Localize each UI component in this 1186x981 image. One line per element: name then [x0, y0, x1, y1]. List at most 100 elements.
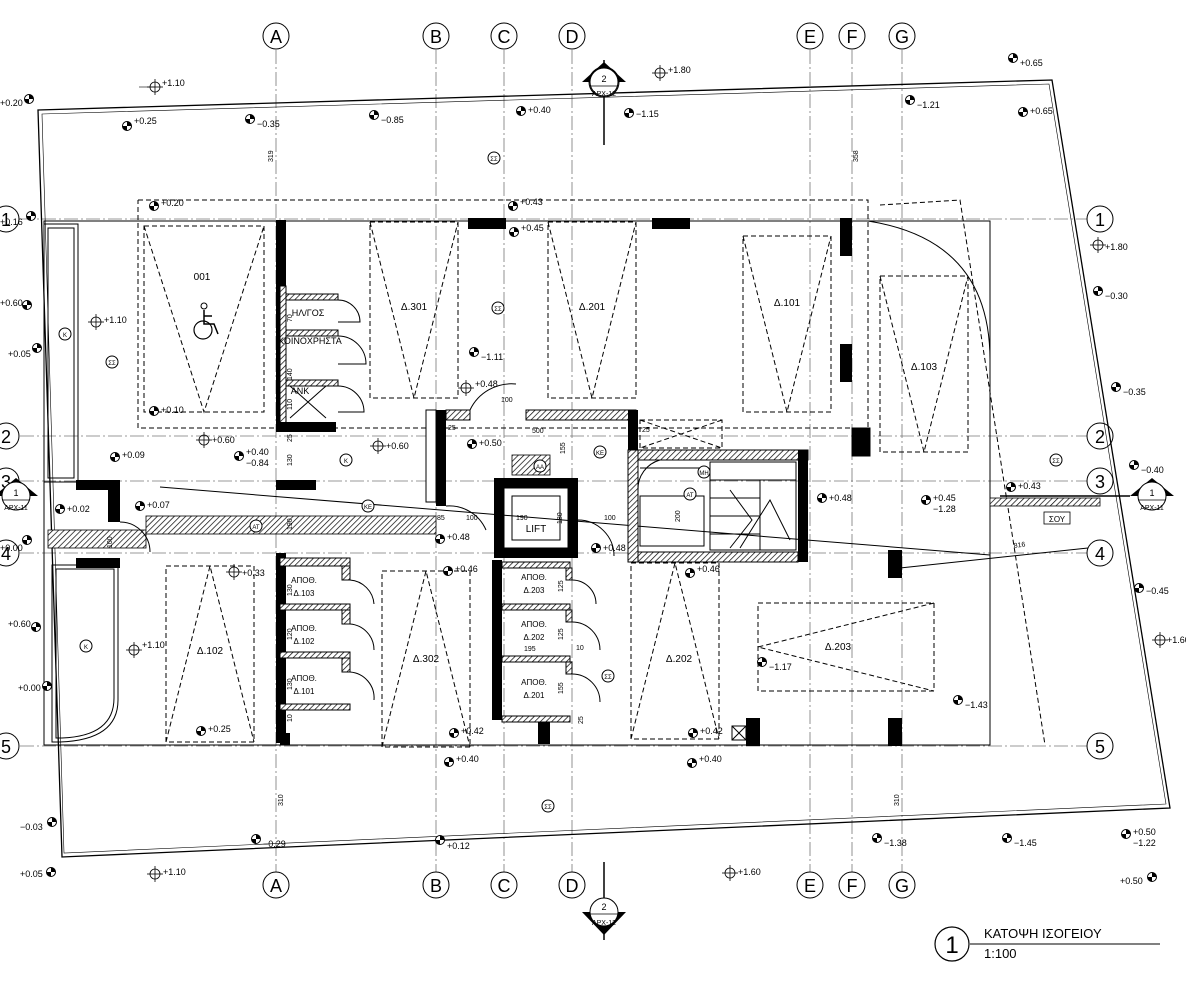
- svg-text:100: 100: [501, 397, 513, 404]
- svg-text:−0.45: −0.45: [1146, 586, 1169, 596]
- svg-text:2: 2: [601, 902, 606, 912]
- svg-text:+0.60: +0.60: [8, 619, 31, 629]
- svg-text:ΣΣ: ΣΣ: [1052, 459, 1060, 465]
- svg-text:−1.17: −1.17: [769, 662, 792, 672]
- svg-text:Δ.101: Δ.101: [294, 687, 315, 696]
- grid-bubble-c-bottom: C: [490, 871, 518, 899]
- room-d203: Δ.203: [825, 642, 852, 653]
- svg-text:Κ: Κ: [84, 645, 88, 651]
- svg-text:+0.45: +0.45: [521, 223, 544, 233]
- svg-text:130: 130: [287, 584, 294, 596]
- parking-d103: [879, 275, 969, 453]
- svg-text:+1.10: +1.10: [162, 78, 185, 88]
- svg-text:+0.48: +0.48: [447, 532, 470, 542]
- parking-d301: [369, 221, 459, 399]
- svg-text:E: E: [804, 27, 816, 47]
- svg-text:+0.00: +0.00: [0, 543, 23, 553]
- parking-d101: [742, 235, 832, 413]
- svg-text:3: 3: [1095, 472, 1105, 492]
- svg-text:+0.65: +0.65: [1030, 106, 1053, 116]
- room-d102: Δ.102: [197, 646, 224, 657]
- svg-text:−0.03: −0.03: [20, 822, 43, 832]
- walls: [76, 218, 902, 746]
- dashed-shafts: [639, 419, 868, 741]
- level-markers: +1.10 +0.20 +0.25 −0.35 −0.85 +1.80 +0.4…: [0, 53, 1186, 886]
- parking-d201: [547, 221, 637, 399]
- svg-text:25: 25: [287, 434, 294, 442]
- svg-text:+0.46: +0.46: [697, 564, 720, 574]
- svg-text:+0.07: +0.07: [147, 500, 170, 510]
- svg-text:ΑΠΟΘ.: ΑΠΟΘ.: [291, 624, 317, 633]
- svg-text:816: 816: [1013, 541, 1026, 550]
- svg-text:−0.30: −0.30: [1105, 291, 1128, 301]
- svg-text:310: 310: [278, 794, 285, 806]
- room-d202: Δ.202: [666, 654, 693, 665]
- svg-text:3: 3: [1, 472, 11, 492]
- svg-text:+0.45: +0.45: [933, 493, 956, 503]
- section-mark-right: 1 ΑΡΧ-11: [1000, 478, 1174, 512]
- svg-text:ΚΕ: ΚΕ: [596, 451, 604, 457]
- svg-text:1: 1: [13, 488, 18, 498]
- svg-text:10: 10: [576, 645, 584, 652]
- svg-text:−0.35: −0.35: [257, 119, 280, 129]
- parking-d202: [630, 562, 720, 740]
- grid-bubble-5-right: 5: [1086, 732, 1114, 760]
- grid-bubble-g-bottom: G: [888, 871, 916, 899]
- svg-text:ΑΤ: ΑΤ: [686, 493, 694, 499]
- svg-text:A: A: [270, 27, 282, 47]
- svg-text:+0.48: +0.48: [475, 379, 498, 389]
- svg-text:155: 155: [560, 442, 567, 454]
- service-rooms: [285, 293, 367, 419]
- room-ank: ΑΝΚ: [291, 386, 310, 396]
- svg-text:ΑΤ: ΑΤ: [252, 525, 260, 531]
- svg-text:25: 25: [578, 716, 585, 724]
- svg-text:+0.43: +0.43: [1018, 481, 1041, 491]
- drawing-number-circle: [934, 926, 970, 962]
- grid-bubble-a-top: A: [262, 22, 290, 50]
- circled-codes: Κ Κ ΑΑ ΑΤ ΑΤ ΚΕ ΚΕ Κ ΜΗ ΣΣ ΣΣ ΣΣ ΣΣ ΣΣ Σ…: [58, 151, 1063, 813]
- svg-text:+0.60: +0.60: [386, 441, 409, 451]
- svg-text:100: 100: [466, 515, 478, 522]
- parking-d302: [381, 570, 471, 748]
- svg-text:5: 5: [1095, 737, 1105, 757]
- svg-text:Κ: Κ: [344, 459, 348, 465]
- grid-bubble-g-top: G: [888, 22, 916, 50]
- svg-text:ΑΡΧ-12: ΑΡΧ-12: [592, 920, 616, 927]
- room-labels: 001 Δ.301 Δ.201 Δ.101 Δ.103 Δ.102 Δ.302 …: [194, 272, 1071, 700]
- svg-text:358: 358: [853, 150, 860, 162]
- svg-text:ΑΡΧ-12: ΑΡΧ-12: [592, 91, 616, 98]
- svg-text:10: 10: [287, 714, 294, 722]
- section-mark-bottom: 2 ΑΡΧ-12: [582, 862, 626, 940]
- lift: [503, 487, 569, 549]
- svg-text:−1.22: −1.22: [1133, 838, 1156, 848]
- svg-text:+1.80: +1.80: [1105, 242, 1128, 252]
- svg-text:−1.38: −1.38: [884, 838, 907, 848]
- svg-text:+0.20: +0.20: [161, 198, 184, 208]
- grid-bubbles-bottom: A B C D E F G: [262, 871, 916, 899]
- svg-text:+0.65: +0.65: [1020, 58, 1043, 68]
- svg-text:+1.60: +1.60: [738, 867, 761, 877]
- svg-text:+1.10: +1.10: [142, 640, 165, 650]
- svg-text:195: 195: [524, 646, 536, 653]
- svg-text:+1.80: +1.80: [668, 65, 691, 75]
- left-porch: [43, 223, 119, 743]
- svg-text:+0.16: +0.16: [0, 217, 23, 227]
- grid-bubble-a-bottom: A: [262, 871, 290, 899]
- grid-bubble-4-right: 4: [1086, 539, 1114, 567]
- svg-text:−1.45: −1.45: [1014, 838, 1037, 848]
- svg-text:−1.28: −1.28: [933, 504, 956, 514]
- svg-text:−0.35: −0.35: [1123, 387, 1146, 397]
- room-001: 001: [194, 272, 211, 283]
- svg-text:Δ.202: Δ.202: [524, 633, 545, 642]
- svg-text:130: 130: [287, 454, 294, 466]
- svg-text:+0.20: +0.20: [0, 98, 23, 108]
- svg-text:+0.10: +0.10: [161, 405, 184, 415]
- svg-text:200: 200: [675, 510, 682, 522]
- svg-text:+0.25: +0.25: [208, 724, 231, 734]
- grid-bubble-e-bottom: E: [796, 871, 824, 899]
- svg-text:ΣΣ: ΣΣ: [604, 675, 612, 681]
- svg-text:Κ: Κ: [63, 333, 67, 339]
- svg-text:+0.33: +0.33: [242, 568, 265, 578]
- svg-text:ΑΠΟΘ.: ΑΠΟΘ.: [521, 678, 547, 687]
- svg-text:ΑΠΟΘ.: ΑΠΟΘ.: [521, 573, 547, 582]
